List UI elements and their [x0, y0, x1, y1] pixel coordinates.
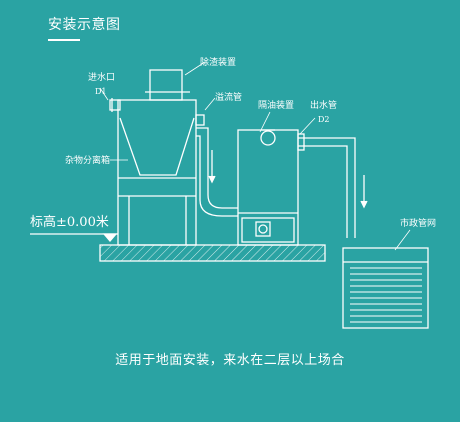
label-municipal-pipe: 市政管网	[400, 217, 436, 229]
label-water-inlet-code: D1	[95, 87, 107, 96]
page-title: 安装示意图	[48, 17, 121, 33]
label-water-inlet: 进水口	[88, 71, 115, 83]
label-elevation: 标高±0.00米	[30, 214, 109, 230]
label-water-outlet: 出水管	[310, 99, 337, 111]
label-defoam-device: 除渣装置	[200, 56, 236, 68]
label-oil-device: 隔油装置	[258, 99, 294, 111]
defoam-device-box	[149, 69, 183, 101]
overflow-connector	[195, 114, 205, 126]
elevation-triangle	[102, 233, 118, 242]
label-water-outlet-code: D2	[318, 115, 330, 124]
installation-diagram: 进水口 D1 除渣装置 溢流管 杂物分离箱 标高±0.00米 隔油装置 出水管 …	[30, 56, 436, 329]
outlet-pipe	[298, 137, 356, 238]
label-debris-box: 杂物分离箱	[65, 154, 110, 166]
diagram-caption: 适用于地面安装，来水在二层以上场合	[115, 353, 345, 368]
connecting-pipe	[196, 127, 238, 217]
debris-box	[117, 99, 197, 246]
municipal-tank	[342, 247, 429, 329]
oil-separator-tank	[237, 129, 299, 246]
ground-slab	[99, 244, 326, 262]
title-underline	[48, 39, 80, 41]
label-overflow-pipe: 溢流管	[215, 91, 242, 103]
inlet-pipe	[109, 99, 121, 111]
